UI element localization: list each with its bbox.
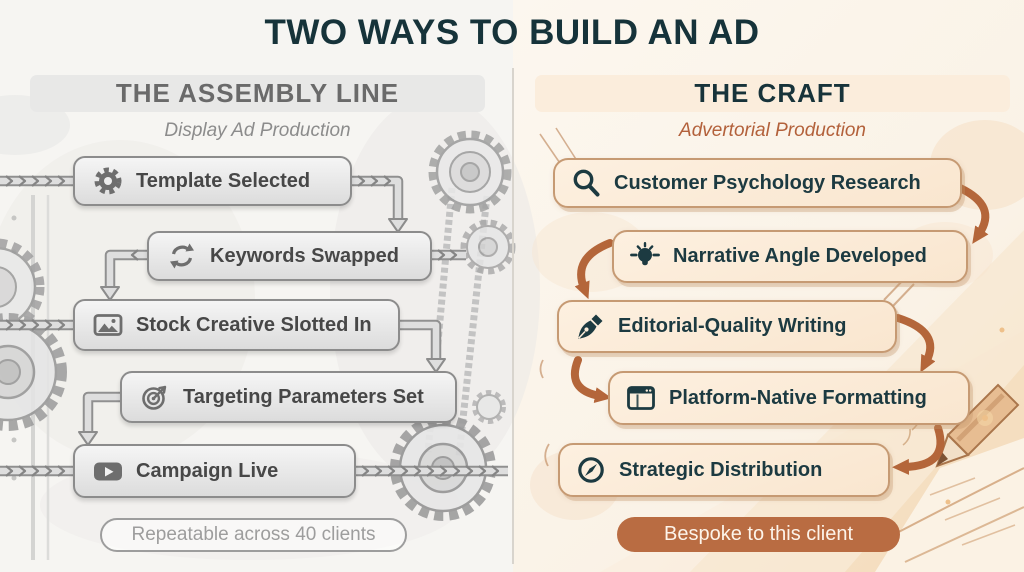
craft-step-strategic-distribution: Strategic Distribution <box>558 443 890 497</box>
craft-step-editorial-writing: Editorial-Quality Writing <box>557 300 897 353</box>
step-label: Keywords Swapped <box>210 244 399 267</box>
step-label: Customer Psychology Research <box>614 171 921 194</box>
step-label: Template Selected <box>136 169 311 192</box>
pen-nib-icon <box>577 314 603 339</box>
assembly-panel-subtitle: Display Ad Production <box>164 120 351 141</box>
stock-image-icon <box>93 314 123 336</box>
lightbulb-icon <box>630 241 660 265</box>
sparkle-dots <box>945 327 1005 505</box>
step-label: Strategic Distribution <box>619 458 823 481</box>
step-label: Narrative Angle Developed <box>673 245 927 267</box>
assembly-panel-title: THE ASSEMBLY LINE <box>30 75 485 112</box>
assembly-step-template-selected: Template Selected <box>73 156 352 206</box>
assembly-flow-connectors <box>0 175 508 477</box>
step-label: Platform-Native Formatting <box>669 386 927 409</box>
craft-panel-subtitle: Advertorial Production <box>679 120 866 141</box>
sketch-marks <box>539 127 915 467</box>
gear-icon <box>94 167 122 195</box>
paper-illustration <box>867 438 1024 572</box>
assembly-step-campaign-live: Campaign Live <box>73 444 356 498</box>
swap-arrows-icon <box>170 243 194 269</box>
step-label: Targeting Parameters Set <box>183 385 424 408</box>
craft-step-psychology-research: Customer Psychology Research <box>553 158 962 208</box>
step-label: Editorial-Quality Writing <box>618 315 847 337</box>
compass-icon <box>578 457 604 483</box>
craft-flow-arrows <box>570 184 990 475</box>
browser-window-icon <box>627 386 655 410</box>
target-icon <box>142 385 167 410</box>
step-label: Stock Creative Slotted In <box>136 313 372 336</box>
magnifier-icon <box>573 169 600 197</box>
assembly-step-stock-creative: Stock Creative Slotted In <box>73 299 400 351</box>
craft-panel-title: THE CRAFT <box>535 75 1010 112</box>
step-label: Campaign Live <box>136 459 279 482</box>
assembly-step-keywords-swapped: Keywords Swapped <box>147 231 432 281</box>
craft-step-narrative-angle: Narrative Angle Developed <box>612 230 968 283</box>
play-button-icon <box>94 462 122 481</box>
gear-illustration-top-right <box>428 130 512 214</box>
craft-step-platform-formatting: Platform-Native Formatting <box>608 371 970 425</box>
gear-illustration-small-right <box>472 390 506 424</box>
assembly-step-targeting-parameters: Targeting Parameters Set <box>120 371 457 423</box>
gear-illustration-left-edge <box>0 238 67 431</box>
page-title: TWO WAYS TO BUILD AN AD <box>264 13 760 52</box>
craft-footer-badge: Bespoke to this client <box>617 517 900 552</box>
assembly-footer-badge: Repeatable across 40 clients <box>100 518 407 552</box>
